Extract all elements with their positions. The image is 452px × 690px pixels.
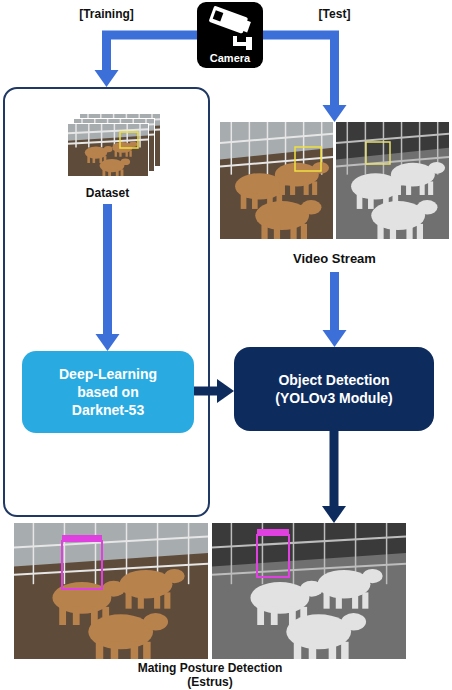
- node-text: Dataset: [50, 186, 165, 200]
- arrow-head: [217, 379, 234, 403]
- arrow-shaft: [330, 272, 339, 332]
- edge-label: [Test]: [319, 7, 351, 21]
- node-text: Video Stream: [220, 251, 449, 266]
- detection-result-image: [14, 523, 406, 659]
- video-stream-block: Video Stream: [220, 122, 449, 272]
- flow-arrow: [95, 35, 198, 87]
- process-box: Deep-Learning based on Darknet-53: [22, 351, 194, 433]
- node-text: Camera: [197, 52, 263, 64]
- result-block: Mating Posture Detection (Estrus): [14, 523, 406, 690]
- arrow-head: [322, 506, 346, 523]
- flow-arrow: [323, 272, 347, 347]
- training-group: DatasetDeep-Learning based on Darknet-53: [3, 87, 210, 517]
- node-text: Object Detection (YOLOv3 Module): [264, 371, 404, 407]
- camera-icon: [197, 6, 263, 52]
- arrow-shaft: [263, 35, 335, 107]
- node-text: Mating Posture Detection (Estrus): [115, 661, 305, 689]
- arrow-head: [323, 330, 347, 347]
- arrow-head: [323, 105, 347, 122]
- arrow-shaft: [107, 35, 198, 72]
- camera-box: Camera: [197, 2, 263, 68]
- node-text: Deep-Learning based on Darknet-53: [50, 365, 166, 420]
- arrow-shaft: [330, 431, 339, 508]
- video-stream-image: [220, 122, 449, 239]
- dataset-block: Dataset: [50, 114, 165, 204]
- process-box: Object Detection (YOLOv3 Module): [234, 347, 434, 431]
- flow-arrow: [263, 35, 347, 122]
- arrow-head: [95, 70, 119, 87]
- flow-arrow: [322, 431, 346, 523]
- edge-label: [Training]: [79, 7, 134, 21]
- dataset-image: [50, 114, 165, 176]
